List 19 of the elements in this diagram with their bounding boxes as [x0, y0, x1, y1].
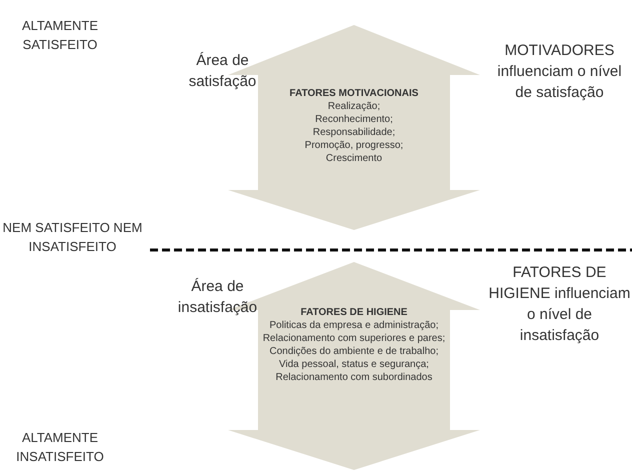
- factor-item: Crescimento: [326, 152, 382, 165]
- factor-item: Politicas da empresa e administração;: [270, 319, 438, 332]
- level-label: ALTAMENTE SATISFEITO: [20, 17, 100, 54]
- factor-item: Promoção, progresso;: [304, 139, 404, 152]
- factor-item: Realização;: [328, 100, 380, 113]
- factor-item: Responsabilidade;: [312, 126, 396, 139]
- level-label: NEM SATISFEITO NEM INSATISFEITO: [2, 219, 144, 256]
- area-label: FATORES DE HIGIENE influenciam o nível de insatisfação: [488, 263, 632, 346]
- factor-item: Reconhecimento;: [315, 113, 393, 126]
- factor-item: Relacionamento com subordinados: [276, 371, 432, 384]
- factor-heading: FATORES DE HIGIENE: [300, 306, 408, 319]
- area-label: Área de insatisfação: [176, 277, 258, 318]
- area-label: Área de satisfação: [188, 51, 258, 92]
- factor-item: Relacionamento com superiores e pares;: [262, 332, 446, 345]
- level-label: ALTAMENTE INSATISFEITO: [15, 429, 105, 466]
- factor-item: Condições do ambiente e de trabalho;: [269, 345, 438, 358]
- factor-item: Vida pessoal, status e segurança;: [279, 358, 429, 371]
- area-label: MOTIVADORES influenciam o nível de satisfação: [496, 41, 623, 103]
- factor-heading: FATORES MOTIVACIONAIS: [290, 87, 418, 100]
